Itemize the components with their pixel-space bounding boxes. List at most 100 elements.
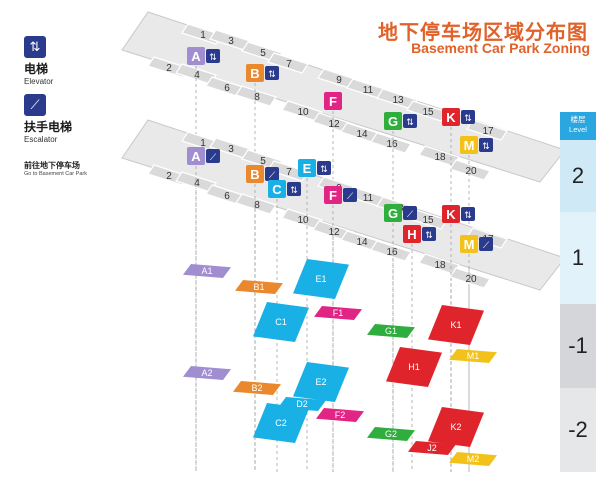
escalator-icon bbox=[206, 149, 220, 163]
elevator-icon-glyph: ⇅ bbox=[406, 118, 414, 128]
elevator-icon-glyph: ⇅ bbox=[320, 165, 328, 175]
zone-F2 bbox=[316, 408, 364, 422]
elevator-icon-glyph: ⇅ bbox=[209, 53, 217, 63]
zone-marker-H-label: H bbox=[407, 227, 416, 242]
zone-K2 bbox=[428, 407, 484, 447]
zone-C1-label: C1 bbox=[275, 317, 287, 327]
zone-M2-label: M2 bbox=[467, 454, 480, 464]
parking-block-5-label: 5 bbox=[260, 156, 266, 167]
elevator-icon bbox=[287, 182, 301, 196]
escalator-icon-glyph: ⟋ bbox=[407, 210, 414, 220]
zone-marker-A bbox=[187, 47, 205, 65]
zone-marker-K-label: K bbox=[446, 110, 456, 125]
escalator-icon-glyph: ⟋ bbox=[269, 171, 276, 181]
level-1-label: 1 bbox=[571, 245, 585, 270]
level-2: 2 bbox=[560, 140, 596, 212]
parking-block-6-label: 6 bbox=[224, 191, 230, 202]
zone-marker-H bbox=[403, 225, 421, 243]
zone-marker-M bbox=[460, 136, 478, 154]
zone-M1 bbox=[449, 349, 497, 363]
zone-B1-label: B1 bbox=[253, 282, 264, 292]
parking-block-6 bbox=[205, 184, 247, 206]
escalator-icon-glyph: ⟋ bbox=[210, 153, 217, 163]
parking-block-4-label: 4 bbox=[194, 178, 200, 189]
zone-M2 bbox=[449, 452, 497, 466]
floor-slab bbox=[121, 119, 566, 291]
escalator-icon bbox=[403, 206, 417, 220]
zone-H1-label: H1 bbox=[408, 362, 420, 372]
parking-block-10-label: 10 bbox=[297, 215, 309, 226]
parking-block-12-label: 12 bbox=[328, 119, 340, 130]
elevator-icon-glyph: ⇅ bbox=[290, 186, 298, 196]
legend-escalator-en: Escalator bbox=[24, 135, 58, 144]
parking-block-7-label: 7 bbox=[286, 59, 292, 70]
escalator-icon-glyph: ⟋ bbox=[483, 241, 490, 251]
floor-1: 12345678910111213141516171820A⟋B⟋E⇅C⇅F⟋G… bbox=[121, 119, 566, 472]
zone-A2-label: A2 bbox=[201, 368, 212, 378]
parking-block-18-label: 18 bbox=[434, 260, 446, 271]
parking-block-3-label: 3 bbox=[228, 144, 234, 155]
parking-block-17-label: 17 bbox=[482, 126, 494, 137]
zone-marker-G bbox=[384, 112, 402, 130]
zone-A1-label: A1 bbox=[201, 266, 212, 276]
zone-D2-label: D2 bbox=[296, 399, 308, 409]
zone-M1-label: M1 bbox=[467, 351, 480, 361]
escalator-icon bbox=[343, 188, 357, 202]
zone-K2-label: K2 bbox=[450, 422, 461, 432]
parking-block-16 bbox=[370, 240, 412, 262]
elevator-icon bbox=[317, 161, 331, 175]
legend-go-basement: 前往地下停车场 Go to Basement Car Park bbox=[24, 160, 87, 177]
parking-block-11-label: 11 bbox=[363, 193, 374, 204]
parking-block-8 bbox=[235, 85, 277, 107]
parking-block-20-label: 20 bbox=[465, 274, 477, 285]
zone-marker-F bbox=[324, 186, 342, 204]
level-1: 1 bbox=[560, 212, 596, 304]
level-2-label: 2 bbox=[571, 163, 585, 188]
parking-block-18-label: 18 bbox=[434, 152, 446, 163]
parking-block-3-label: 3 bbox=[228, 36, 234, 47]
legend-elevator-cn: 电梯 bbox=[24, 62, 49, 76]
zone-marker-C-label: C bbox=[272, 182, 282, 197]
parking-block-16-label: 16 bbox=[386, 247, 398, 258]
legend-elevator-en: Elevator bbox=[24, 77, 54, 86]
parking-block-14-label: 14 bbox=[356, 129, 368, 140]
parking-block-15 bbox=[406, 100, 448, 122]
zone-marker-M-label: M bbox=[464, 138, 475, 153]
level-header-en: Level bbox=[569, 125, 587, 134]
level-header: 楼层 Level bbox=[560, 112, 596, 140]
parking-block-1-label: 1 bbox=[200, 138, 206, 149]
level-b2-label: -2 bbox=[568, 417, 588, 442]
level-header-cn: 楼层 bbox=[570, 115, 586, 124]
title-cn: 地下停车场区域分布图 bbox=[378, 22, 588, 44]
zone-marker-E-label: E bbox=[303, 161, 312, 176]
zone-A2 bbox=[183, 366, 231, 380]
zone-J2 bbox=[408, 441, 456, 455]
parking-block-6 bbox=[205, 76, 247, 98]
parking-block-16-label: 16 bbox=[386, 139, 398, 150]
zone-A1 bbox=[183, 264, 231, 278]
elevator-icon bbox=[461, 207, 475, 221]
zone-F2-label: F2 bbox=[335, 410, 346, 420]
parking-block-12-label: 12 bbox=[328, 227, 340, 238]
elevator-icon bbox=[265, 66, 279, 80]
zone-B2 bbox=[233, 381, 281, 395]
parking-block-8 bbox=[235, 193, 277, 215]
parking-block-7-label: 7 bbox=[286, 167, 292, 178]
zone-C2-label: C2 bbox=[275, 418, 287, 428]
legend-elevator: ⇅ 电梯 Elevator bbox=[24, 36, 53, 86]
zone-marker-G bbox=[384, 204, 402, 222]
parking-block-13-label: 13 bbox=[392, 95, 404, 106]
zone-F1 bbox=[314, 306, 362, 320]
zone-G1-label: G1 bbox=[385, 326, 397, 336]
elevator-icon-glyph: ⇅ bbox=[464, 114, 472, 124]
zone-marker-B bbox=[246, 165, 264, 183]
level-bar: 楼层 Level 2 1 -1 -2 bbox=[560, 112, 596, 472]
zone-marker-G-label: G bbox=[388, 114, 398, 129]
zone-marker-B bbox=[246, 64, 264, 82]
zone-G1 bbox=[367, 324, 415, 338]
zone-E2 bbox=[293, 362, 349, 402]
zone-E1-label: E1 bbox=[315, 274, 326, 284]
parking-block-20 bbox=[449, 159, 491, 181]
